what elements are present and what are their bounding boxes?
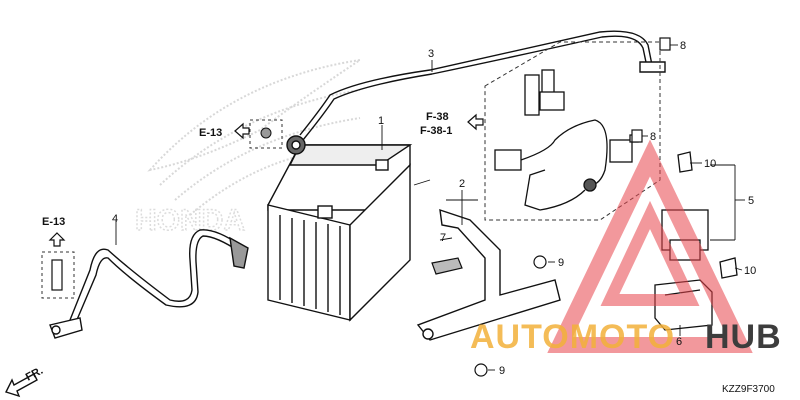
watermark-part2: HUB [705,318,782,356]
battery-bracket [416,208,561,341]
callout-10-bottom: 10 [744,265,756,277]
harness-inset [484,41,661,221]
callout-2: 2 [459,178,465,190]
callout-7: 7 [440,232,446,244]
ref-front: FR. [24,365,45,384]
callout-9-bottom: 9 [499,365,505,377]
callout-8-top: 8 [680,40,686,52]
battery [267,144,413,322]
ref-e13-left: E-13 [42,216,65,228]
callout-10-top: 10 [704,158,716,170]
ref-f38: F-38 [426,111,449,123]
diagram-code: KZZ9F3700 [722,384,775,395]
negative-cable [49,229,249,339]
callout-5: 5 [748,195,754,207]
f38-ref-arrow [467,113,484,131]
positive-cable [286,30,666,155]
e13-ref-box [41,232,75,299]
ref-e13-top: E-13 [199,127,222,139]
reference-labels: E-13 E-13 F-38 F-38-1 FR. [24,111,453,384]
callout-3: 3 [428,48,434,60]
e13-top-ref [234,119,283,149]
callout-labels: 1 2 3 4 5 6 7 8 8 9 9 10 10 [112,40,756,377]
svg-text:HONDA: HONDA [135,204,245,237]
callout-8-mid: 8 [650,131,656,143]
callout-6: 6 [676,336,682,348]
rubber-pad [431,257,463,275]
bolts [51,37,671,377]
automotohub-logo: AUTOMOTO HUB [470,139,782,356]
callout-9-mid: 9 [558,257,564,269]
callout-4: 4 [112,213,118,225]
ref-f38-1: F-38-1 [420,125,452,137]
front-arrow [5,373,38,398]
callout-1: 1 [378,115,384,127]
watermark-part1: AUTOMOTO [470,318,675,356]
leader-lines [115,44,745,371]
